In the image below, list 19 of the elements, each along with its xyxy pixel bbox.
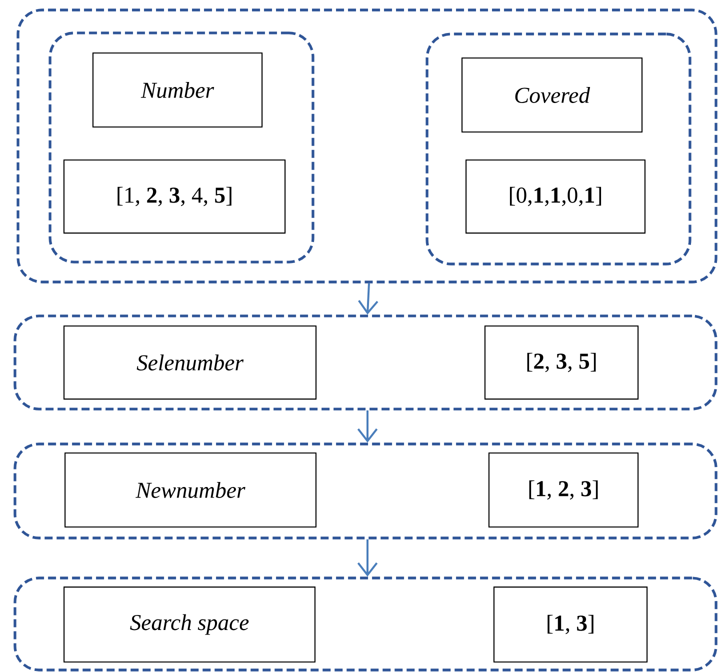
dashed-group-box xyxy=(14,576,718,672)
value-box: [1, 2, 3, 4, 5] xyxy=(63,159,286,234)
arrow xyxy=(358,283,378,315)
value-box: [1, 3] xyxy=(493,586,648,662)
label-box: Newnumber xyxy=(64,452,316,528)
value-box: [0,1,1,0,1] xyxy=(466,159,646,234)
dashed-group-box xyxy=(14,442,718,540)
dashed-group-box xyxy=(426,32,692,266)
label-box: Selenumber xyxy=(63,325,317,400)
value-box: [2, 3, 5] xyxy=(484,325,639,400)
value-box: [1, 2, 3] xyxy=(488,452,639,528)
dashed-group-box xyxy=(48,32,314,264)
dashed-group-box xyxy=(14,314,718,410)
label-box: Number xyxy=(92,52,263,128)
arrow xyxy=(357,410,378,443)
arrow xyxy=(357,539,378,577)
dashed-group-box xyxy=(16,8,718,284)
label-box: Covered xyxy=(461,57,643,133)
label-box: Search space xyxy=(64,586,316,662)
